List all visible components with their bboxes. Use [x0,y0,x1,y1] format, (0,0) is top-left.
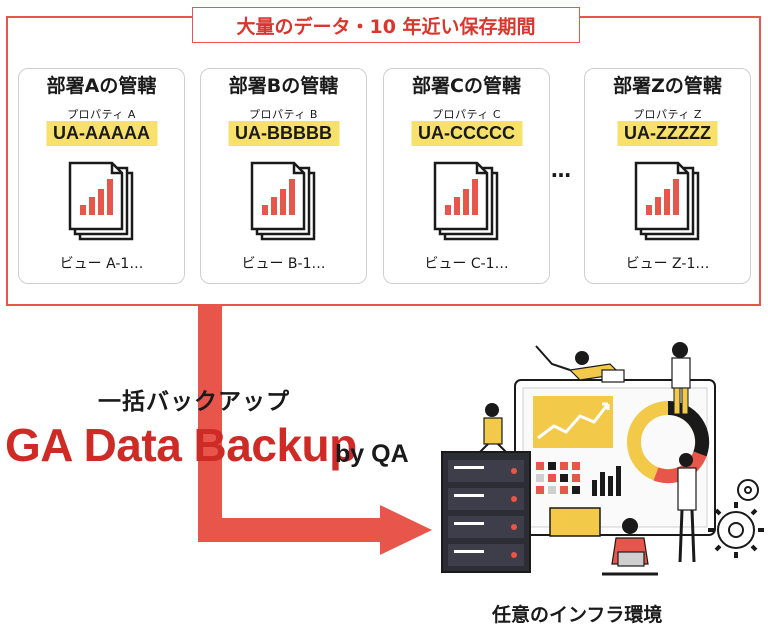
card-id-badge: UA-AAAAA [46,121,157,146]
document-chart-icon [634,161,699,241]
department-card-b: 部署Bの管轄 プロパティ B UA-BBBBB ビュー B-1… [200,68,367,284]
card-view: ビュー A-1… [59,256,144,272]
card-property: プロパティ B [249,108,318,121]
card-title: 部署Aの管轄 [46,75,157,97]
document-chart-icon [433,161,498,241]
document-chart-icon [68,161,133,241]
card-id-badge: UA-ZZZZZ [617,121,718,146]
gear-icon [708,479,764,558]
card-id-badge: UA-BBBBB [228,121,339,146]
card-property: プロパティ C [431,108,502,121]
product-by: by QA [335,440,409,468]
card-title: 部署Zの管轄 [613,75,722,97]
backup-subtitle: 一括バックアップ [98,389,290,415]
server-rack-icon [441,451,531,573]
more-departments-ellipsis: … [551,158,571,182]
department-card-c: 部署Cの管轄 プロパティ C UA-CCCCC ビュー C-1… [383,68,550,284]
card-id-badge: UA-CCCCC [411,121,522,146]
card-property: プロパティ Z [633,108,702,121]
card-title: 部署Cの管轄 [412,75,521,97]
frame-title: 大量のデータ・10 年近い保存期間 [192,7,580,43]
product-name: GA Data Backup [5,419,357,471]
card-title: 部署Bの管轄 [228,75,339,97]
infrastructure-label: 任意のインフラ環境 [492,604,663,626]
document-chart-icon [250,161,315,241]
card-view: ビュー Z-1… [625,256,710,272]
card-property: プロパティ A [67,108,136,121]
people-illustration [479,342,697,576]
department-card-z: 部署Zの管轄 プロパティ Z UA-ZZZZZ ビュー Z-1… [584,68,751,284]
card-view: ビュー B-1… [241,256,326,272]
department-card-a: 部署Aの管轄 プロパティ A UA-AAAAA ビュー A-1… [18,68,185,284]
card-view: ビュー C-1… [424,256,509,272]
infrastructure-illustration [441,342,764,576]
